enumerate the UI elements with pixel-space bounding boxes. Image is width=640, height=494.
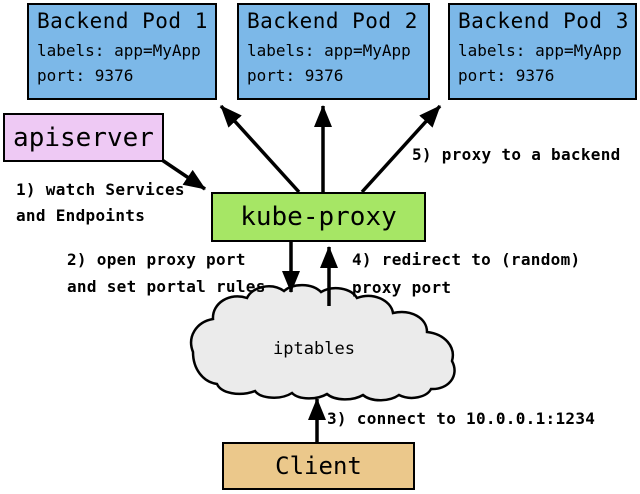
apiserver-box: apiserver [3, 113, 164, 162]
backend-pod-1-title: Backend Pod 1 [37, 9, 208, 33]
annotation-step3: 3) connect to 10.0.0.1:1234 [327, 409, 596, 428]
annotation-step1-line1: 1) watch Services [16, 180, 185, 199]
annotation-step2: 2) open proxy port and set portal rules [67, 246, 266, 300]
annotation-step1: 1) watch Services and Endpoints [16, 177, 185, 229]
backend-pod-1-port: port: 9376 [37, 66, 134, 85]
backend-pod-3-box: Backend Pod 3 labels: app=MyApp port: 93… [448, 3, 637, 100]
backend-pod-2-box: Backend Pod 2 labels: app=MyApp port: 93… [237, 3, 430, 100]
iptables-cloud [189, 283, 456, 402]
backend-pod-2-port: port: 9376 [247, 66, 344, 85]
client-label: Client [275, 452, 362, 480]
backend-pod-2-labels: labels: app=MyApp [247, 41, 411, 60]
annotation-step2-line2: and set portal rules [67, 277, 266, 296]
client-box: Client [222, 442, 415, 490]
iptables-label: iptables [273, 339, 355, 359]
annotation-step4: 4) redirect to (random) proxy port [352, 246, 580, 302]
kube-proxy-label: kube-proxy [240, 202, 397, 232]
annotation-step1-line2: and Endpoints [16, 206, 146, 225]
backend-pod-3-title: Backend Pod 3 [458, 9, 629, 33]
arrow-watch-services [161, 158, 206, 191]
annotation-step2-line1: 2) open proxy port [67, 250, 246, 269]
backend-pod-3-labels: labels: app=MyApp [458, 41, 622, 60]
arrow-proxy-to-pod1 [219, 104, 301, 194]
kube-proxy-box: kube-proxy [211, 192, 426, 242]
backend-pod-3-port: port: 9376 [458, 66, 555, 85]
backend-pod-2-title: Backend Pod 2 [247, 9, 418, 33]
annotation-step4-line2: proxy port [352, 278, 452, 297]
backend-pod-1-box: Backend Pod 1 labels: app=MyApp port: 93… [27, 3, 217, 100]
annotation-step4-line1: 4) redirect to (random) [352, 250, 581, 269]
apiserver-label: apiserver [13, 122, 154, 153]
backend-pod-1-labels: labels: app=MyApp [37, 41, 201, 60]
arrow-proxy-to-pod3 [360, 104, 442, 194]
annotation-step5: 5) proxy to a backend [412, 145, 621, 164]
